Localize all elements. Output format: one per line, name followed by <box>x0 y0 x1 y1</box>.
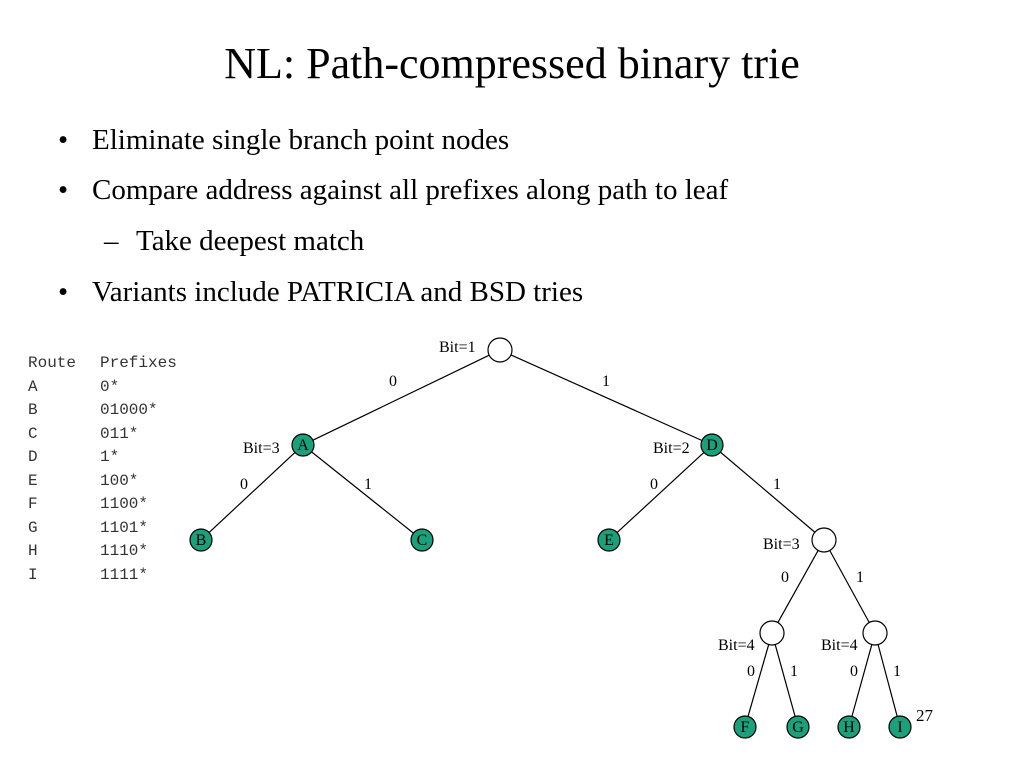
route-prefix: 1100* <box>100 495 149 513</box>
trie-node-label: H <box>843 719 855 736</box>
bullet-text: Take deepest match <box>136 225 365 257</box>
route-prefix: 100* <box>100 471 139 490</box>
trie-bit-label: Bit=4 <box>718 637 755 654</box>
trie-edge-label: 1 <box>856 569 864 586</box>
trie-edge-A-B <box>208 452 296 533</box>
route-prefix: 0* <box>100 377 120 396</box>
trie-edge-label: 1 <box>790 663 798 680</box>
trie-node-label: G <box>792 719 804 736</box>
route-prefix: 1* <box>100 448 120 466</box>
trie-node-label: D <box>706 437 718 454</box>
route-prefix: 1111* <box>100 565 149 584</box>
route-name: I <box>28 565 38 584</box>
trie-edge-label: 0 <box>650 476 658 493</box>
trie-edge-n3-n4b <box>829 550 870 623</box>
trie-node-label: F <box>741 719 750 736</box>
page-number: 27 <box>916 706 933 725</box>
trie-edge-label: 1 <box>364 476 372 493</box>
trie-bit-label: Bit=3 <box>763 536 800 553</box>
trie-node-label: C <box>417 532 428 549</box>
route-name: E <box>28 471 38 490</box>
route-name: H <box>28 542 38 560</box>
route-header: Route <box>28 354 77 372</box>
trie-edge-root-A <box>312 354 490 441</box>
trie-edge-n4a-F <box>747 644 770 717</box>
route-prefix: 01000* <box>100 401 158 419</box>
trie-node-label: I <box>897 719 902 736</box>
route-name: C <box>28 424 38 443</box>
trie-edge-D-E <box>616 452 705 533</box>
trie-node-I <box>888 715 912 739</box>
trie-node-empty <box>487 337 513 363</box>
trie-node-label: E <box>604 532 614 549</box>
bullet-text: Eliminate single branch point nodes <box>92 124 510 156</box>
bullet-marker: – <box>104 225 119 257</box>
trie-edge-label: 0 <box>747 663 755 680</box>
trie-node-G <box>786 715 810 739</box>
bullet-text: Compare address against all prefixes alo… <box>92 174 729 206</box>
bullet-marker: • <box>58 276 69 308</box>
prefixes-header: Prefixes <box>100 354 177 372</box>
trie-node-C <box>410 528 434 552</box>
route-name: D <box>28 448 38 466</box>
trie-edge-label: 1 <box>602 373 610 390</box>
trie-node-A <box>291 433 315 457</box>
route-prefix: 1110* <box>100 542 149 560</box>
trie-edge-label: 0 <box>781 569 789 586</box>
trie-bit-label: Bit=3 <box>243 440 280 457</box>
trie-edge-n4b-I <box>877 644 898 717</box>
bullet-marker: • <box>58 174 69 206</box>
trie-bit-label: Bit=1 <box>439 339 476 356</box>
trie-node-empty <box>811 527 837 553</box>
trie-node-E <box>597 528 621 552</box>
bullet-text: Variants include PATRICIA and BSD tries <box>92 276 584 308</box>
route-name: G <box>28 518 38 537</box>
trie-edge-n4a-G <box>774 644 796 717</box>
trie-edge-root-D <box>510 354 703 442</box>
trie-node-empty <box>862 620 888 646</box>
route-name: A <box>28 377 38 396</box>
trie-edge-n3-n4a <box>777 550 819 623</box>
route-prefix: 1101* <box>100 518 149 537</box>
route-name: F <box>28 495 38 513</box>
route-prefix: 011* <box>100 424 139 443</box>
trie-node-label: B <box>196 532 207 549</box>
trie-node-H <box>837 715 861 739</box>
trie-node-F <box>733 715 757 739</box>
bullet-marker: • <box>58 124 69 156</box>
trie-node-D <box>700 433 724 457</box>
trie-node-B <box>189 528 213 552</box>
trie-node-label: A <box>297 437 309 454</box>
slide-title: NL: Path-compressed binary trie <box>224 39 800 88</box>
trie-edge-label: 1 <box>893 663 901 680</box>
trie-edge-D-n3 <box>720 451 816 533</box>
trie-edge-label: 0 <box>240 476 248 493</box>
trie-edge-n4b-H <box>851 644 873 717</box>
trie-bit-label: Bit=2 <box>653 440 690 457</box>
trie-edge-label: 0 <box>850 663 858 680</box>
trie-edge-label: 0 <box>389 373 397 390</box>
trie-edge-label: 1 <box>773 476 781 493</box>
route-name: B <box>28 401 38 419</box>
trie-edge-A-C <box>311 451 414 534</box>
trie-node-empty <box>759 620 785 646</box>
trie-bit-label: Bit=4 <box>821 637 858 654</box>
